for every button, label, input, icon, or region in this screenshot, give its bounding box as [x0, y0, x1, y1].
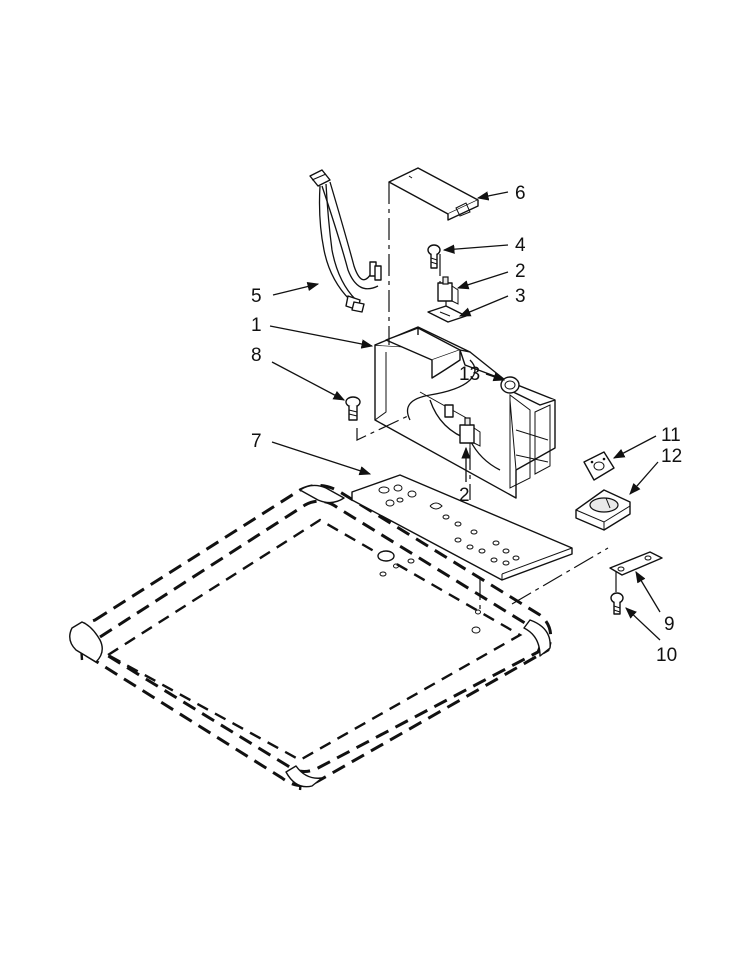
part-12-bezel	[575, 489, 631, 531]
callout-1: 1	[251, 315, 262, 336]
console-housing	[374, 326, 556, 499]
part-3-bracket	[427, 305, 467, 323]
part-9-bracket	[609, 551, 663, 576]
part-5-wire-harness	[309, 169, 382, 313]
part-10-screw	[610, 592, 624, 615]
part-6-cover	[388, 167, 479, 221]
callout-13: 13	[459, 364, 480, 385]
callout-8: 8	[251, 345, 262, 366]
part-4-screw	[427, 244, 441, 269]
part-11-plate	[583, 451, 615, 481]
part-13-shaft	[500, 376, 520, 394]
callout-7: 7	[251, 431, 262, 452]
base-frame	[69, 484, 553, 791]
callout-2-lower: 2	[459, 485, 470, 506]
part-8-screw	[345, 396, 361, 421]
callout-4: 4	[515, 235, 526, 256]
callout-5: 5	[251, 286, 262, 307]
callout-11: 11	[661, 425, 681, 446]
callout-labels: 6 4 2 3 5 1 8 13 7 2 11 12 9 10	[251, 183, 682, 666]
control-panel-board	[351, 474, 573, 581]
callout-3: 3	[515, 286, 526, 307]
leader-arrows	[269, 191, 661, 641]
callout-9: 9	[664, 614, 675, 635]
callout-12: 12	[661, 446, 682, 467]
callout-10: 10	[656, 645, 677, 666]
part-2-switch-upper	[437, 276, 459, 305]
switch-inner	[459, 417, 481, 447]
callout-6: 6	[515, 183, 526, 204]
callout-2-upper: 2	[515, 261, 526, 282]
